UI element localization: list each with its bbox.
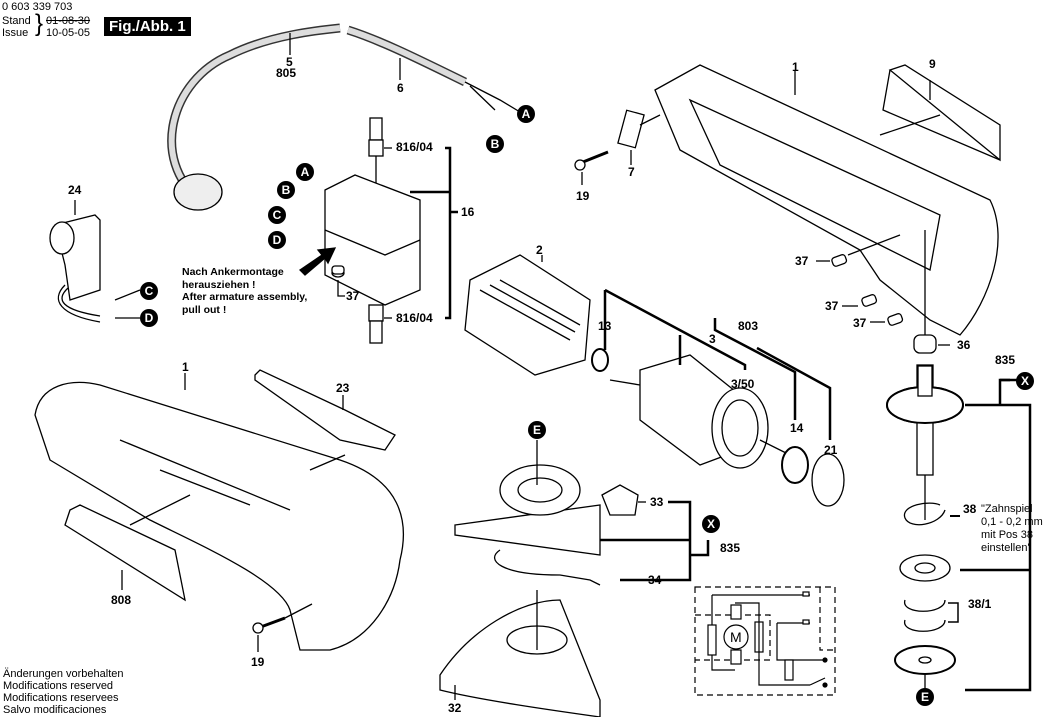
assembly-note-de-1: Nach Ankermontage <box>182 266 284 278</box>
part-label-37-switch: 37 <box>346 289 360 303</box>
drive-disc <box>894 645 956 675</box>
part-label-21: 21 <box>824 443 838 457</box>
clip-7 <box>617 109 645 149</box>
connector-bullet-b-cable: B <box>486 135 504 153</box>
pull-out-arrow <box>298 247 337 276</box>
connector-bullet-d-switch: D <box>268 231 286 249</box>
part-label-13: 13 <box>598 319 612 333</box>
footer-line-fr: Modifications reservees <box>3 692 119 704</box>
assembly-note-en-1: After armature assembly, <box>182 291 308 303</box>
part-label-835-mid: 835 <box>720 541 741 555</box>
wiring-schematic <box>694 586 836 696</box>
connector-bullet-c-switch: C <box>268 206 286 224</box>
connector-bullet-x-mid: X <box>702 515 720 533</box>
part-label-808: 808 <box>111 593 132 607</box>
part-label-1-top: 1 <box>792 60 799 74</box>
issue-date: 10-05-05 <box>46 27 91 39</box>
assembly-note: Nach Ankermontage herausziehen ! After a… <box>182 266 307 316</box>
gear-note-2: 0,1 - 0,2 mm <box>981 516 1043 528</box>
part-label-37-c: 37 <box>853 316 867 330</box>
part-label-3-50: 3/50 <box>731 377 755 391</box>
part-number: 0 603 339 703 <box>2 1 73 13</box>
part-label-1-bottom: 1 <box>182 360 189 374</box>
connector-bullet-e-pad: E <box>528 421 546 439</box>
pad-insert-33 <box>601 484 639 516</box>
gear-note-3: mit Pos 38 <box>981 529 1033 541</box>
part-label-38: 38 <box>963 502 977 516</box>
switch-assembly <box>324 174 421 306</box>
part-label-14: 14 <box>790 421 804 435</box>
gear-note-1: "Zahnspiel <box>981 503 1033 515</box>
bearing-13 <box>591 348 609 372</box>
washer-38 <box>904 502 946 526</box>
figure-label: Fig./Abb. 1 <box>104 17 191 36</box>
part-label-23: 23 <box>336 381 350 395</box>
pin-37-c <box>887 313 904 326</box>
part-label-3: 3 <box>709 332 716 346</box>
bushing-36 <box>913 334 937 354</box>
part-label-9: 9 <box>929 57 936 71</box>
connector-bullet-e-bottom: E <box>916 688 934 706</box>
part-label-816-04-top: 816/04 <box>396 140 433 154</box>
assembly-note-en-2: pull out ! <box>182 303 227 316</box>
stand-label: Stand <box>2 15 31 27</box>
part-label-816-04-bottom: 816/04 <box>396 311 433 325</box>
brush-spring-top <box>369 117 383 141</box>
bevel-pinion <box>811 453 845 507</box>
spindle-bearing <box>899 554 951 582</box>
gear-backlash-note: "Zahnspiel 0,1 - 0,2 mm mit Pos 38 einst… <box>981 503 1043 555</box>
part-label-33: 33 <box>650 495 664 509</box>
part-label-2: 2 <box>536 243 543 257</box>
part-label-5: 5 <box>286 55 293 69</box>
pin-37-d <box>331 265 345 275</box>
footer-line-es: Salvo modificaciones <box>3 704 107 716</box>
connector-bullet-c-pcb: C <box>140 282 158 300</box>
part-label-19-top: 19 <box>576 189 590 203</box>
footer-line-en: Modifications reserved <box>3 680 114 692</box>
label-plate-9 <box>888 64 1001 162</box>
part-label-24: 24 <box>68 183 82 197</box>
footer-line-de: Änderungen vorbehalten <box>3 668 124 680</box>
label-plate-808 <box>64 504 186 602</box>
motor-symbol: M <box>730 629 742 645</box>
part-label-32: 32 <box>448 701 462 715</box>
pin-37-b <box>861 294 878 307</box>
field-stator <box>464 254 591 376</box>
part-label-36: 36 <box>957 338 971 352</box>
issue-label: Issue <box>2 27 29 39</box>
housing-half-bottom <box>34 381 405 651</box>
part-label-6: 6 <box>397 81 404 95</box>
footer-notice: Änderungen vorbehalten Modifications res… <box>3 668 123 716</box>
connector-bullet-a-cable: A <box>517 105 535 123</box>
spring-clip-34 <box>494 549 601 586</box>
part-label-38-1: 38/1 <box>968 597 992 611</box>
part-label-37-a: 37 <box>795 254 809 268</box>
part-label-37-b: 37 <box>825 299 839 313</box>
part-label-835-right: 835 <box>995 353 1016 367</box>
connector-bullet-d-pcb: D <box>140 309 158 327</box>
stand-date: 01-08-30 <box>46 15 91 27</box>
part-label-16: 16 <box>461 205 475 219</box>
sanding-plate <box>439 599 601 717</box>
part-label-7: 7 <box>628 165 635 179</box>
fan-wheel <box>711 387 769 469</box>
part-label-19-bottom: 19 <box>251 655 265 669</box>
part-label-805: 805 <box>276 66 297 80</box>
pin-37-a <box>831 254 848 267</box>
power-plug <box>173 173 223 211</box>
switch-slider-23 <box>254 369 396 451</box>
connector-bullet-x-right: X <box>1016 372 1034 390</box>
brace: } <box>35 10 44 37</box>
part-label-34: 34 <box>648 573 662 587</box>
part-label-803: 803 <box>738 319 759 333</box>
connector-bullet-a-switch: A <box>296 163 314 181</box>
bearing-14 <box>781 446 809 484</box>
spring-washers <box>904 599 946 632</box>
connector-bullet-b-switch: B <box>277 181 295 199</box>
gear-note-4: einstellen" <box>981 542 1032 554</box>
brush-spring-bottom <box>368 304 384 322</box>
assembly-note-de-2: herausziehen ! <box>182 278 256 291</box>
housing-half-top <box>654 64 999 336</box>
